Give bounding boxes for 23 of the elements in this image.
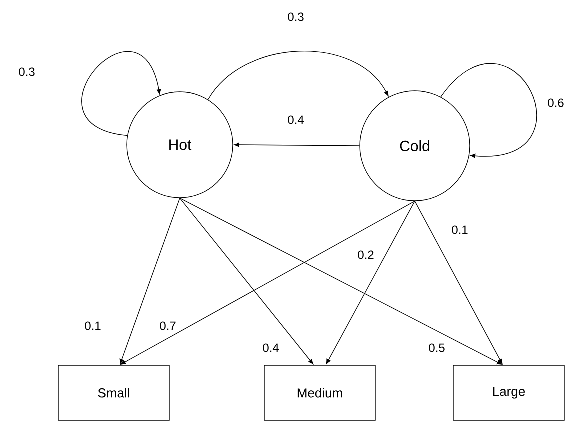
arrow bbox=[440, 63, 537, 158]
arrow bbox=[234, 142, 360, 148]
edge-label: 0.7 bbox=[158, 320, 178, 332]
arrow bbox=[414, 200, 503, 364]
edge-label: 0.1 bbox=[84, 320, 102, 332]
output-box: Medium bbox=[264, 365, 376, 421]
arrow bbox=[208, 51, 389, 100]
output-box: Small bbox=[58, 365, 170, 421]
edge-label: 0.6 bbox=[546, 98, 566, 108]
edge-label: 0.3 bbox=[18, 66, 36, 78]
edge-label: 0.2 bbox=[356, 250, 376, 260]
arrow bbox=[180, 198, 314, 364]
arrow bbox=[82, 51, 162, 136]
edge-label: 0.1 bbox=[450, 224, 470, 236]
edge-label: 0.4 bbox=[262, 342, 280, 354]
arrow bbox=[326, 200, 416, 364]
edge-label: 0.5 bbox=[428, 342, 446, 354]
edge-label: 0.3 bbox=[286, 12, 306, 22]
arrow bbox=[120, 200, 416, 365]
arrow bbox=[120, 198, 180, 364]
arrow bbox=[180, 198, 502, 365]
edge-label: 0.4 bbox=[286, 114, 306, 126]
output-box: Large bbox=[453, 365, 565, 421]
